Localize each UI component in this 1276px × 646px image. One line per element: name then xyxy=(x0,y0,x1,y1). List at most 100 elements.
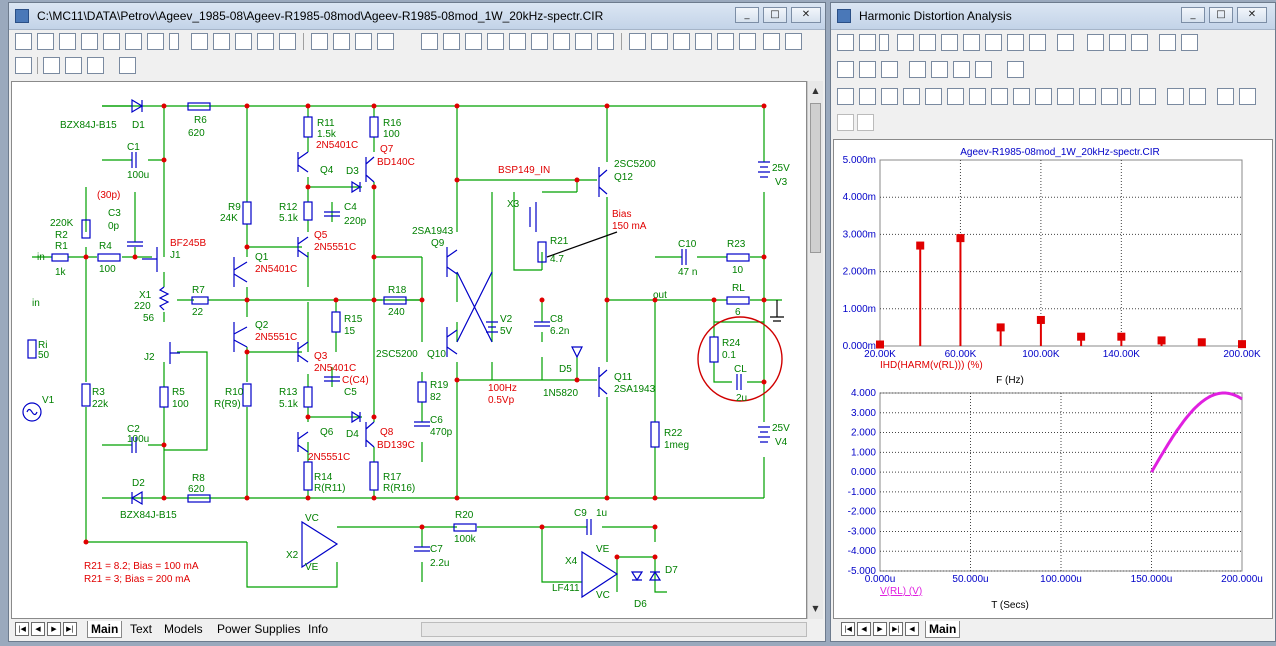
swap-icon[interactable] xyxy=(509,33,526,50)
peak-icon[interactable] xyxy=(881,88,898,105)
global-high-icon[interactable] xyxy=(1013,88,1030,105)
grid-icon[interactable] xyxy=(235,33,252,50)
low-icon[interactable] xyxy=(947,88,964,105)
nav-last-button[interactable]: ▶| xyxy=(63,622,77,636)
nav-next-button[interactable]: ▶ xyxy=(47,622,61,636)
tab-main[interactable]: Main xyxy=(925,621,961,638)
minimize-button[interactable]: _ xyxy=(1181,7,1205,23)
list-icon[interactable] xyxy=(1139,88,1156,105)
currents-icon[interactable] xyxy=(355,33,372,50)
probe-icon[interactable] xyxy=(487,33,504,50)
pause-icon[interactable] xyxy=(1131,34,1148,51)
run-icon[interactable] xyxy=(1087,34,1104,51)
fit-height-icon[interactable] xyxy=(1167,88,1184,105)
bottom-icon[interactable] xyxy=(1079,88,1096,105)
edit-icon[interactable] xyxy=(279,33,296,50)
scale-icon[interactable] xyxy=(897,34,914,51)
line-tool-icon[interactable] xyxy=(81,33,98,50)
node-numbers-icon[interactable] xyxy=(311,33,328,50)
nav-first-button[interactable]: |◀ xyxy=(15,622,29,636)
scroll-down-arrow[interactable]: ▼ xyxy=(812,604,819,613)
box-select-icon[interactable] xyxy=(629,33,646,50)
properties-icon[interactable] xyxy=(1057,34,1074,51)
copy-icon[interactable] xyxy=(575,33,592,50)
stop-icon[interactable] xyxy=(1109,34,1126,51)
zoom-fit-icon[interactable] xyxy=(975,61,992,78)
zoom-out-icon[interactable] xyxy=(1239,88,1256,105)
warning-icon[interactable] xyxy=(531,33,548,50)
power-icon[interactable] xyxy=(377,33,394,50)
close-button[interactable]: ✕ xyxy=(791,7,821,23)
clipboard-icon[interactable] xyxy=(1101,88,1118,105)
list-icon[interactable] xyxy=(859,61,876,78)
zoom-region-icon[interactable] xyxy=(909,61,926,78)
shrink-icon[interactable] xyxy=(1181,34,1198,51)
select-tool-icon[interactable] xyxy=(837,34,854,51)
page-icon[interactable] xyxy=(553,33,570,50)
maximize-button[interactable]: □ xyxy=(763,7,787,23)
global-low-icon[interactable] xyxy=(1035,88,1052,105)
tab-power-supplies[interactable]: Power Supplies xyxy=(217,622,301,636)
plot-area[interactable]: Ageev-R1985-08mod_1W_20kHz-spectr.CIR 5.… xyxy=(833,139,1273,619)
flow-icon[interactable] xyxy=(443,33,460,50)
schematic-vscroll[interactable]: ▲ ▼ xyxy=(807,81,823,619)
dropdown-icon[interactable] xyxy=(879,34,889,51)
copy-icon[interactable] xyxy=(837,114,854,131)
expand-icon[interactable] xyxy=(1159,34,1176,51)
nav-prev-button[interactable]: ◀ xyxy=(857,622,871,636)
edit-icon[interactable] xyxy=(1007,61,1024,78)
cursor-left-icon[interactable] xyxy=(837,88,854,105)
dropdown-icon[interactable] xyxy=(1121,88,1131,105)
grid-icon[interactable] xyxy=(881,61,898,78)
mirror-icon[interactable] xyxy=(739,33,756,50)
dropdown-icon[interactable] xyxy=(169,33,179,50)
nav-prev-button[interactable]: ◀ xyxy=(31,622,45,636)
slope-icon[interactable] xyxy=(969,88,986,105)
h-scrollbar[interactable] xyxy=(421,622,807,637)
nav-last-button[interactable]: ▶| xyxy=(889,622,903,636)
tab-main[interactable]: Main xyxy=(87,621,123,638)
zoom-tool-icon[interactable] xyxy=(859,34,876,51)
blank-icon[interactable] xyxy=(651,33,668,50)
inflection-icon[interactable] xyxy=(991,88,1008,105)
binoculars-icon[interactable] xyxy=(785,33,802,50)
table-icon[interactable] xyxy=(837,61,854,78)
tab-info[interactable]: Info xyxy=(308,622,329,636)
nav-next-button[interactable]: ▶ xyxy=(873,622,887,636)
formula-icon[interactable] xyxy=(1007,34,1024,51)
scroll-up-arrow[interactable]: ▲ xyxy=(812,86,819,95)
tab-models[interactable]: Models xyxy=(164,622,203,636)
valley-icon[interactable] xyxy=(985,34,1002,51)
bus-tool-icon[interactable] xyxy=(125,33,142,50)
peak-icon[interactable] xyxy=(963,34,980,51)
wire-tool-icon[interactable] xyxy=(37,33,54,50)
zoom-in-icon[interactable] xyxy=(43,57,60,74)
node-voltages-icon[interactable] xyxy=(333,33,350,50)
find-icon[interactable] xyxy=(763,33,780,50)
cursor-right-icon[interactable] xyxy=(859,88,876,105)
scroll-thumb[interactable] xyxy=(810,103,821,253)
rotate-icon[interactable] xyxy=(673,33,690,50)
cursor-icon[interactable] xyxy=(941,34,958,51)
fit-width-icon[interactable] xyxy=(1189,88,1206,105)
component-tool-icon[interactable] xyxy=(147,33,164,50)
print-icon[interactable] xyxy=(119,57,136,74)
zoom-fit-icon[interactable] xyxy=(87,57,104,74)
text-tool-icon[interactable] xyxy=(1029,34,1046,51)
paste-icon[interactable] xyxy=(857,114,874,131)
fit-icon[interactable] xyxy=(15,57,32,74)
nav-extra-button[interactable]: ◀ xyxy=(905,622,919,636)
minimize-button[interactable]: _ xyxy=(735,7,759,23)
close-button[interactable]: ✕ xyxy=(1237,7,1267,23)
nav-first-button[interactable]: |◀ xyxy=(841,622,855,636)
maximize-button[interactable]: □ xyxy=(1209,7,1233,23)
zoom-out-icon[interactable] xyxy=(65,57,82,74)
properties-icon[interactable] xyxy=(597,33,614,50)
arrows-icon[interactable] xyxy=(465,33,482,50)
pen-tool-icon[interactable] xyxy=(103,33,120,50)
text-tool-icon[interactable] xyxy=(59,33,76,50)
chart-view-icon[interactable] xyxy=(919,34,936,51)
zoom-y-icon[interactable] xyxy=(953,61,970,78)
pin-connections-icon[interactable] xyxy=(421,33,438,50)
valley-icon[interactable] xyxy=(903,88,920,105)
